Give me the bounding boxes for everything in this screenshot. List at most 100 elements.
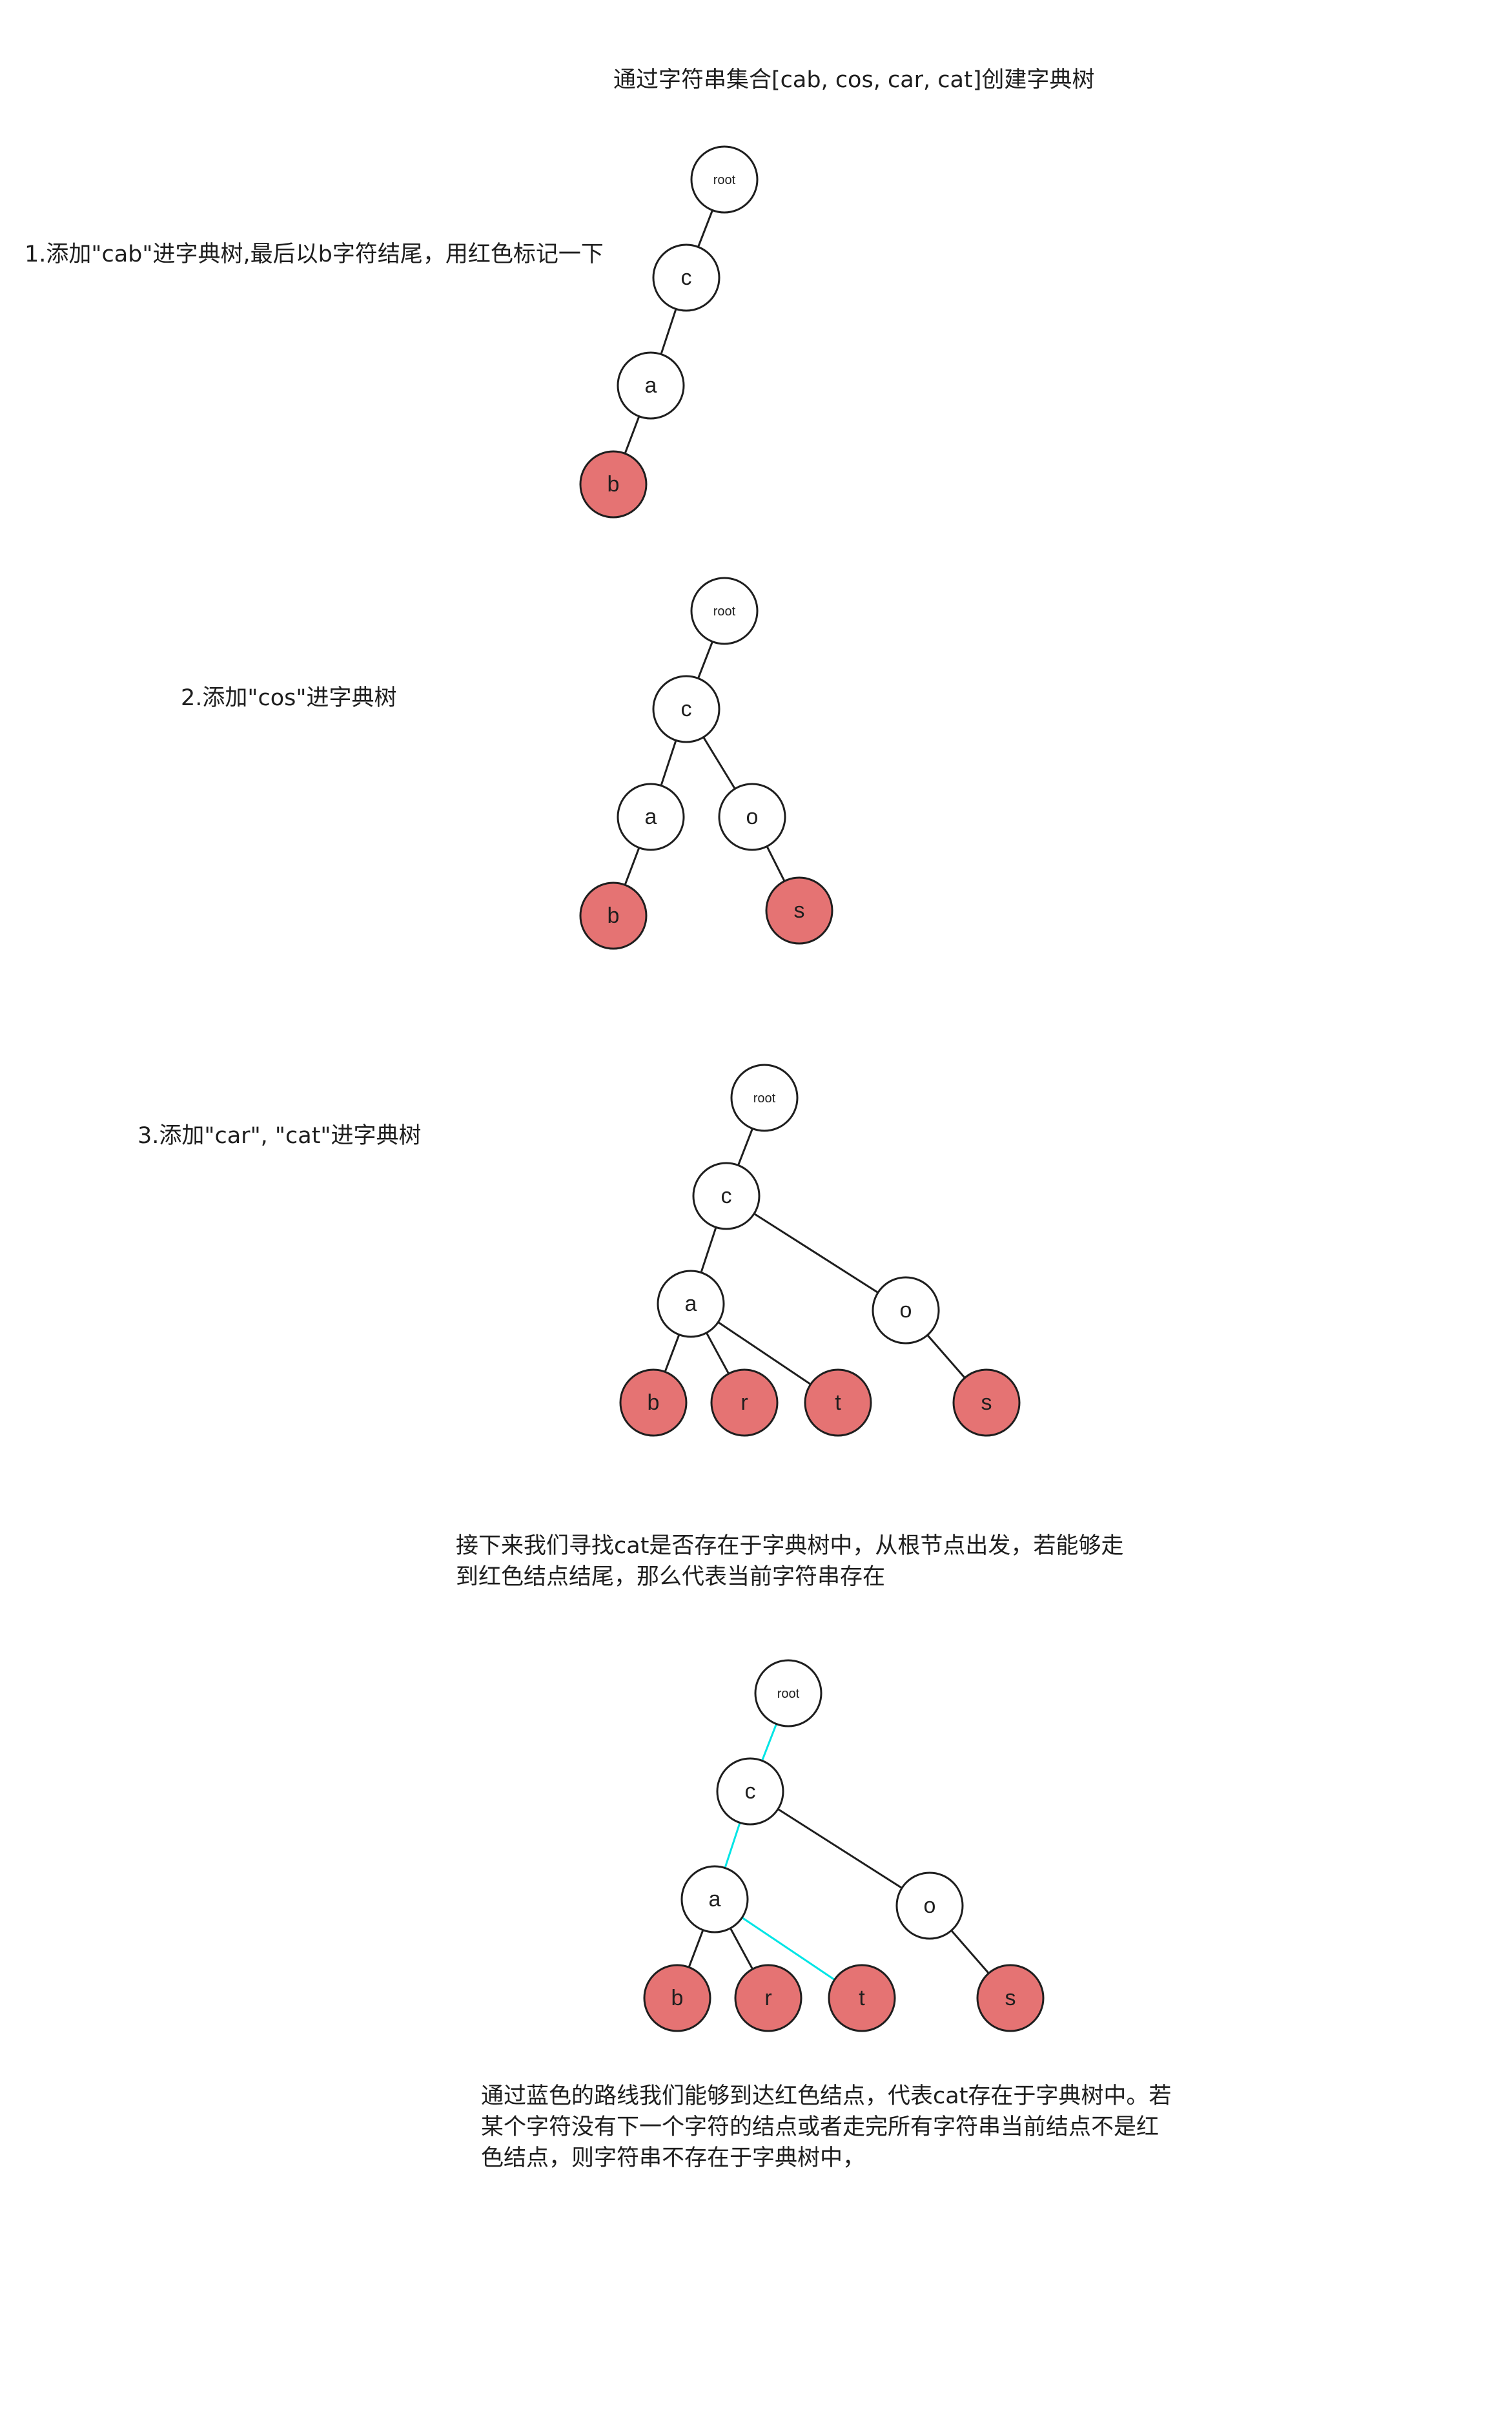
node-label-r: r xyxy=(741,1390,748,1415)
node-circle-root xyxy=(690,145,759,214)
edge-root-c xyxy=(737,1128,753,1166)
node-root: root xyxy=(690,577,759,645)
node-label-c: c xyxy=(681,697,692,721)
node-label-t: t xyxy=(859,1986,865,2010)
node-circle-a xyxy=(617,351,685,420)
node-s: s xyxy=(765,876,833,945)
end-node-circle-r xyxy=(710,1368,779,1437)
step1-text: 1.添加"cab"进字典树,最后以b字符结尾，用红色标记一下 xyxy=(25,242,604,267)
edge-a-r xyxy=(706,1332,730,1374)
step3-text: 3.添加"car", "cat"进字典树 xyxy=(138,1123,422,1149)
node-o: o xyxy=(872,1276,940,1345)
node-label-b: b xyxy=(648,1390,660,1415)
node-label-root: root xyxy=(777,1687,800,1701)
conclusion-text: 通过蓝色的路线我们能够到达红色结点，代表cat存在于字典树中。若某个字符没有下一… xyxy=(481,2083,1172,2171)
tree2-group: root c a o b s xyxy=(579,577,833,950)
node-root: root xyxy=(730,1064,799,1132)
end-node-circle-t xyxy=(804,1368,872,1437)
node-t: t xyxy=(828,1964,896,2032)
node-label-b: b xyxy=(608,903,620,928)
page-title: 通过字符串集合[cab, cos, car, cat]创建字典树 xyxy=(613,67,1095,93)
edge-c-a xyxy=(660,308,677,355)
node-label-a: a xyxy=(685,1292,697,1316)
end-node-circle-t xyxy=(828,1964,896,2032)
node-r: r xyxy=(710,1368,779,1437)
node-label-root: root xyxy=(713,604,736,619)
node-circle-c xyxy=(692,1162,761,1230)
end-node-circle-r xyxy=(734,1964,802,2032)
node-circle-c xyxy=(716,1757,784,1826)
edge-a-b xyxy=(664,1334,680,1372)
node-root: root xyxy=(690,145,759,214)
edge-c-o xyxy=(777,1808,903,1889)
node-label-c: c xyxy=(745,1779,756,1804)
node-c: c xyxy=(652,243,720,312)
edge-a-b xyxy=(624,847,640,885)
node-label-a: a xyxy=(645,373,657,398)
node-label-a: a xyxy=(709,1887,721,1912)
end-node-circle-b xyxy=(579,450,648,519)
node-a: a xyxy=(617,783,685,851)
edge-a-r xyxy=(730,1928,753,1970)
tree4-group: root c a o b r t s xyxy=(643,1659,1045,2032)
node-r: r xyxy=(734,1964,802,2032)
node-s: s xyxy=(952,1368,1021,1437)
node-b: b xyxy=(643,1964,711,2032)
node-b: b xyxy=(619,1368,688,1437)
node-a: a xyxy=(680,1865,749,1933)
node-circle-c xyxy=(652,675,720,743)
node-circle-a xyxy=(657,1270,725,1338)
edge-c-a xyxy=(700,1226,717,1273)
node-circle-a xyxy=(680,1865,749,1933)
node-label-s: s xyxy=(794,898,805,923)
end-node-circle-s xyxy=(952,1368,1021,1437)
edge-c-o xyxy=(753,1213,879,1294)
edge-root-c xyxy=(697,210,713,247)
node-b: b xyxy=(579,450,648,519)
end-node-circle-b xyxy=(619,1368,688,1437)
highlighted-edge-root-c xyxy=(761,1724,777,1761)
node-circle-o xyxy=(718,783,786,851)
edge-o-s xyxy=(766,845,786,882)
node-o: o xyxy=(895,1871,964,1940)
tree3-group: root c a o b r t s xyxy=(619,1064,1021,1437)
node-circle-root xyxy=(730,1064,799,1132)
node-label-s: s xyxy=(1005,1986,1016,2010)
edge-c-a xyxy=(660,739,677,787)
node-c: c xyxy=(652,675,720,743)
node-circle-c xyxy=(652,243,720,312)
node-label-c: c xyxy=(681,265,692,290)
node-b: b xyxy=(579,881,648,950)
node-label-root: root xyxy=(753,1091,776,1106)
node-label-b: b xyxy=(608,472,620,497)
highlighted-edge-c-a xyxy=(724,1822,741,1869)
node-c: c xyxy=(716,1757,784,1826)
search-description: 接下来我们寻找cat是否存在于字典树中，从根节点出发，若能够走到红色结点结尾，那… xyxy=(456,1533,1124,1590)
node-circle-o xyxy=(872,1276,940,1345)
node-label-s: s xyxy=(981,1390,992,1415)
node-label-o: o xyxy=(900,1298,912,1323)
end-node-circle-b xyxy=(643,1964,711,2032)
node-label-r: r xyxy=(764,1986,771,2010)
node-a: a xyxy=(657,1270,725,1338)
step2-text: 2.添加"cos"进字典树 xyxy=(181,685,397,711)
end-node-circle-b xyxy=(579,881,648,950)
node-t: t xyxy=(804,1368,872,1437)
node-s: s xyxy=(976,1964,1045,2032)
tree1-group: root c a b xyxy=(579,145,759,519)
node-circle-root xyxy=(754,1659,822,1727)
end-node-circle-s xyxy=(765,876,833,945)
edge-o-s xyxy=(950,1930,990,1974)
edge-c-o xyxy=(702,736,736,790)
node-a: a xyxy=(617,351,685,420)
node-circle-o xyxy=(895,1871,964,1940)
node-label-c: c xyxy=(721,1184,732,1208)
node-circle-root xyxy=(690,577,759,645)
node-o: o xyxy=(718,783,786,851)
highlighted-edge-a-t xyxy=(741,1917,835,1981)
edge-o-s xyxy=(926,1334,966,1379)
node-circle-a xyxy=(617,783,685,851)
node-label-o: o xyxy=(746,805,759,829)
node-label-b: b xyxy=(671,1986,684,2010)
